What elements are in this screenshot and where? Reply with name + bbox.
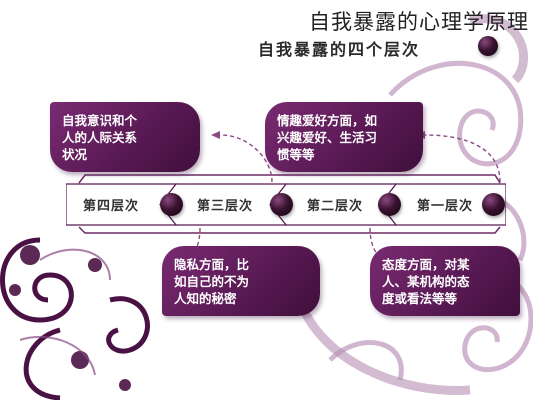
note-layer3-line2: 如自己的不为: [174, 274, 250, 289]
diagram-subtitle: 自我暴露的四个层次: [258, 40, 421, 59]
page-title: 自我暴露的心理学原理: [309, 10, 529, 34]
layer-step-4: 第四层次: [82, 199, 139, 214]
note-layer4-line2: 人的人际关系: [62, 130, 138, 145]
layer-dot-1: [482, 193, 505, 216]
note-layer1: 情趣爱好方面，如 兴趣爱好、生活习 惯等等: [265, 102, 423, 172]
subtitle-dot: [478, 36, 498, 56]
note-layer3: 隐私方面，比 如自己的不为 人知的秘密: [162, 246, 320, 316]
note-layer1-line2: 兴趣爱好、生活习: [277, 130, 378, 145]
layer-dot-3: [270, 193, 293, 216]
note-layer1-line1: 情趣爱好方面，如: [277, 113, 378, 128]
note-layer3-line3: 人知的秘密: [174, 291, 237, 306]
layer-dot-4: [160, 193, 183, 216]
note-layer4-line3: 状况: [62, 147, 88, 162]
note-layer2-line1: 态度方面，对某: [382, 257, 470, 272]
layer-step-3: 第三层次: [196, 199, 253, 214]
note-layer2-line2: 人、某机构的态: [382, 274, 470, 289]
layer-step-1: 第一层次: [416, 199, 473, 214]
note-layer2: 态度方面，对某 人、某机构的态 度或看法等等: [370, 246, 520, 316]
layer-dot-2: [378, 193, 401, 216]
note-layer4: 自我意识和个 人的人际关系 状况: [50, 102, 200, 172]
layer-step-2: 第二层次: [306, 199, 363, 214]
note-layer1-line3: 惯等等: [277, 147, 315, 162]
note-layer2-line3: 度或看法等等: [382, 291, 458, 306]
note-layer4-line1: 自我意识和个: [62, 113, 138, 128]
note-layer3-line1: 隐私方面，比: [174, 257, 250, 272]
